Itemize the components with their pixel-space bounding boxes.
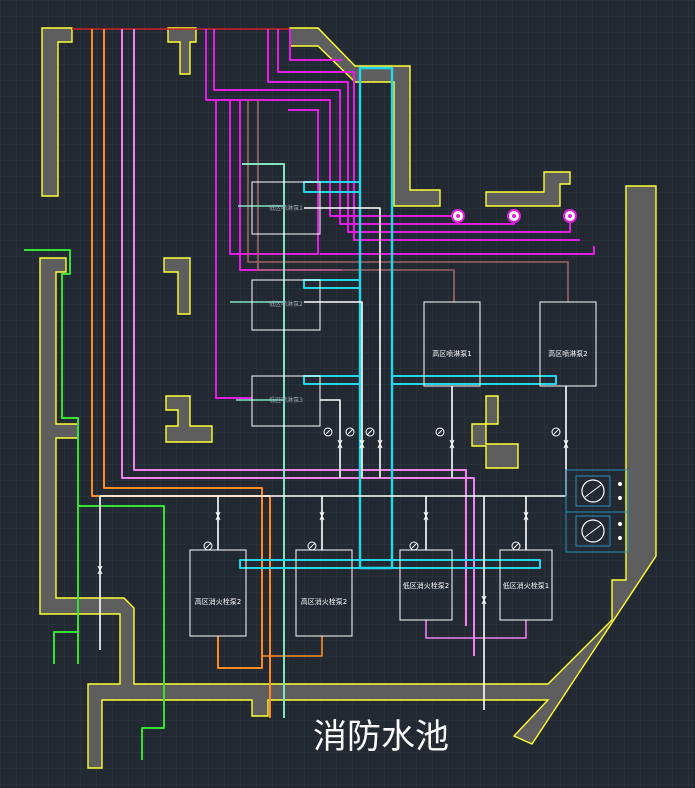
pipe-white-3	[320, 399, 341, 478]
pipe-cyan-4	[391, 375, 557, 385]
high-sprinkler-tank-2[interactable]: 高区喷淋泵2	[539, 301, 597, 387]
sprinkler-pump-label: 低区喷淋泵2	[269, 300, 303, 308]
wall-top-right-run	[289, 27, 441, 207]
pipe-cyan-3	[303, 375, 361, 385]
wall-right-t	[471, 395, 519, 469]
pipe-white-2	[304, 301, 363, 478]
wall-left-t	[165, 395, 213, 443]
valve-icon	[423, 511, 429, 521]
pipe-mint-1	[242, 163, 285, 718]
outlet-icon	[507, 209, 521, 223]
valve-icon	[345, 427, 355, 437]
hydrant-tank-3[interactable]: 低区消火栓泵2	[399, 549, 453, 621]
pipe-green-2	[53, 631, 78, 664]
valve-icon	[563, 439, 569, 449]
pipe-magenta-3	[267, 29, 571, 233]
sprinkler-pump-2[interactable]: 低区喷淋泵2	[251, 279, 321, 331]
pipe-orange-3	[262, 636, 323, 657]
valve-icon	[337, 439, 343, 449]
valve-icon	[215, 511, 221, 521]
hydrant-tank-2[interactable]: 高区消火栓泵2	[295, 549, 353, 637]
valve-icon	[435, 427, 445, 437]
pipe-magenta-4	[277, 29, 580, 241]
pipe-cyan-1	[303, 181, 361, 193]
sprinkler-pump-1[interactable]: 低区喷淋泵1	[251, 181, 321, 235]
pipe-pink-3	[425, 620, 527, 639]
pipe-cyan-5	[239, 559, 541, 569]
hydrant-tank-4[interactable]: 低区消火栓泵1	[499, 549, 553, 621]
sprinkler-pump-label: 低区喷淋泵1	[269, 204, 303, 212]
wall-top-left	[41, 27, 73, 197]
outlets	[451, 209, 577, 223]
outlet-icon	[451, 209, 465, 223]
upper-tank-group: 高区喷淋泵1 高区喷淋泵2	[423, 301, 597, 387]
tank-label: 高区喷淋泵1	[432, 349, 471, 358]
valve-icon	[523, 511, 529, 521]
pump-unit-icon[interactable]	[565, 469, 629, 513]
valve-icon	[481, 595, 487, 605]
pipe-cyan-2	[303, 279, 361, 289]
tank-label: 高区消火栓泵2	[195, 597, 241, 606]
valve-icon	[377, 439, 383, 449]
valve-icon	[449, 439, 455, 449]
pump-units	[565, 469, 629, 553]
pipe-orange-2	[103, 29, 263, 669]
tank-label: 低区消火栓泵1	[503, 581, 549, 590]
pipe-magenta-7	[215, 100, 252, 399]
sprinkler-pump-3[interactable]: 低区喷淋泵3	[251, 375, 321, 427]
valve-icon	[319, 511, 325, 521]
tank-label: 高区消火栓泵2	[301, 597, 347, 606]
pipe-green-3	[78, 505, 165, 760]
wall-left-upper-l	[163, 257, 191, 315]
valve-icon	[97, 565, 103, 575]
sprinkler-pump-label: 低区喷淋泵3	[269, 396, 303, 404]
pipe-brown-2	[257, 100, 455, 302]
pipe-magenta-9	[289, 29, 342, 61]
pipe-pink-2	[133, 29, 467, 626]
pipe-white-1	[304, 207, 381, 478]
high-sprinkler-tank-1[interactable]: 高区喷淋泵1	[423, 301, 481, 387]
tank-label: 高区喷淋泵2	[548, 349, 587, 358]
pipe-brown-1	[247, 100, 569, 302]
lower-tank-group: 高区消火栓泵2 高区消火栓泵2 低区消火栓泵2 低区消火栓泵1	[189, 549, 553, 637]
pool-title: 消防水池	[313, 717, 449, 757]
tank-label: 低区消火栓泵2	[403, 581, 449, 590]
valve-icon	[551, 427, 561, 437]
pump-unit-icon[interactable]	[565, 511, 629, 553]
valve-icon	[323, 427, 333, 437]
pipe-magenta-1	[205, 29, 456, 217]
pipe-magenta-5	[229, 100, 319, 255]
valves	[97, 427, 569, 605]
pipe-magenta-8	[320, 246, 595, 255]
valve-icon	[365, 427, 375, 437]
hydrant-tank-1[interactable]: 高区消火栓泵2	[189, 549, 247, 637]
wall-top-notch	[167, 27, 197, 75]
wall-right-ledge	[485, 171, 571, 207]
outlet-icon	[563, 209, 577, 223]
sprinkler-pump-group: 低区喷淋泵1 低区喷淋泵2 低区喷淋泵3	[251, 181, 321, 427]
pipes	[24, 28, 595, 760]
valve-icon	[359, 439, 365, 449]
pipe-green-1	[24, 249, 79, 664]
